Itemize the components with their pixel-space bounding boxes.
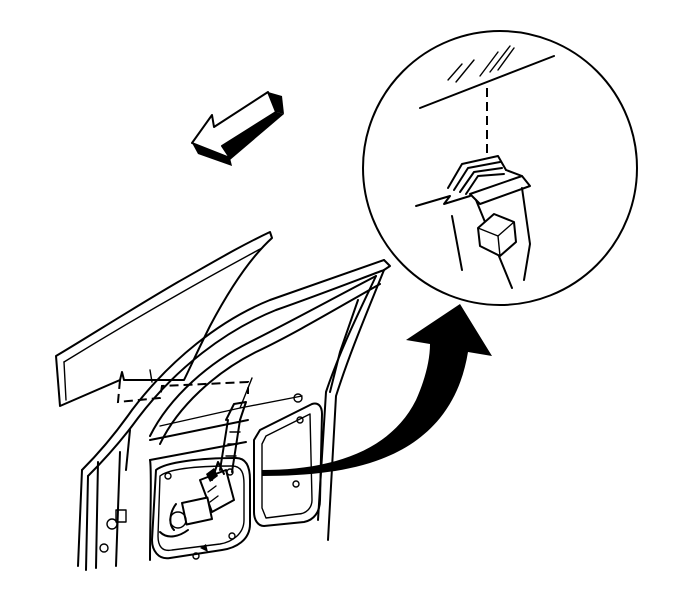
window-glass (55, 231, 273, 407)
detail-circle (362, 30, 638, 306)
door-frame (77, 259, 391, 571)
detail-callout-arrow (262, 304, 492, 476)
removal-direction-arrow (191, 91, 284, 166)
window-regulator (159, 401, 247, 552)
